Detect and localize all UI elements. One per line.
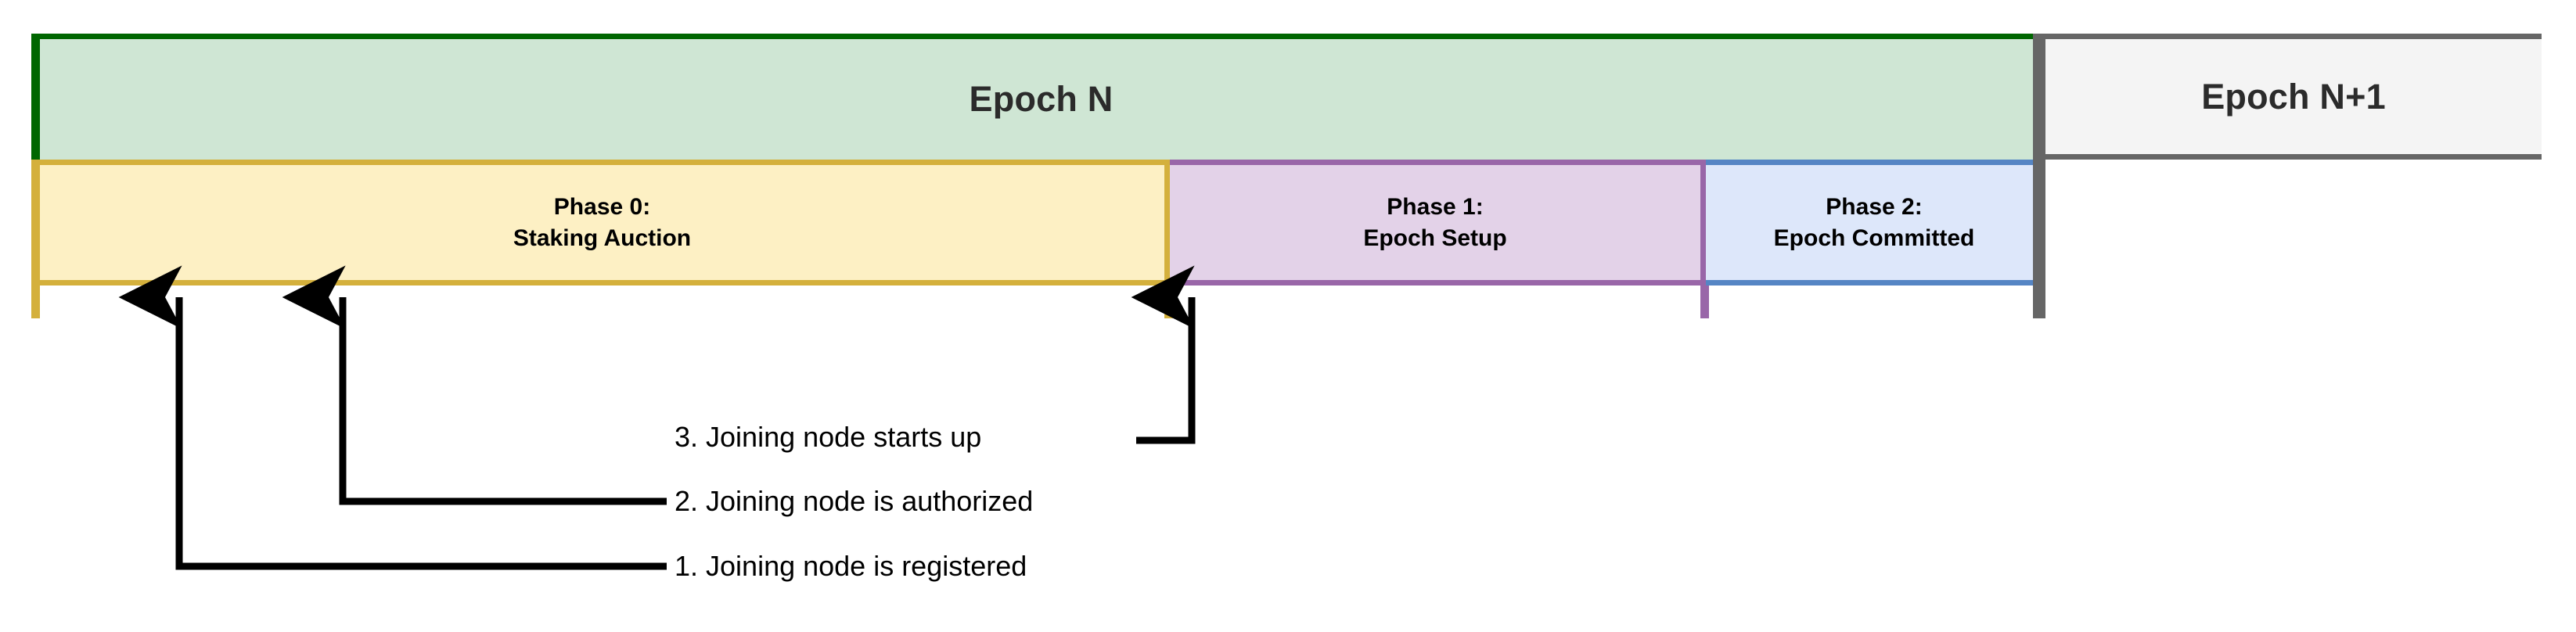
leader-line-3 xyxy=(1131,265,1196,444)
phase-2-start-tick xyxy=(1700,285,1709,318)
phase-1-title: Phase 1: xyxy=(1387,193,1484,220)
phase-0-subtitle: Staking Auction xyxy=(513,224,692,251)
phase-0-box: Phase 0: Staking Auction xyxy=(31,160,1170,285)
leader-line-1 xyxy=(118,265,667,570)
phase-1-box: Phase 1: Epoch Setup xyxy=(1170,160,1706,285)
phase-0-title: Phase 0: xyxy=(553,193,651,220)
leader-line-2 xyxy=(282,265,667,505)
epoch-n-plus-1-box: Epoch N+1 xyxy=(2045,34,2542,160)
epoch-n-plus-1-label: Epoch N+1 xyxy=(2201,76,2386,117)
annotation-label-1: 1. Joining node is registered xyxy=(675,550,1027,582)
epoch-boundary-divider xyxy=(2033,34,2045,318)
epoch-start-tick xyxy=(31,285,40,318)
epoch-n-box: Epoch N xyxy=(31,34,2042,160)
phase-2-subtitle: Epoch Committed xyxy=(1773,224,1975,251)
phase-2-box: Phase 2: Epoch Committed xyxy=(1706,160,2042,285)
epoch-n-label: Epoch N xyxy=(969,79,1114,119)
phase-1-subtitle: Epoch Setup xyxy=(1363,224,1507,251)
phase-1-start-tick xyxy=(1164,285,1173,318)
annotation-label-3: 3. Joining node starts up xyxy=(675,421,982,453)
phase-2-title: Phase 2: xyxy=(1826,193,1923,220)
annotation-label-2: 2. Joining node is authorized xyxy=(675,485,1034,517)
